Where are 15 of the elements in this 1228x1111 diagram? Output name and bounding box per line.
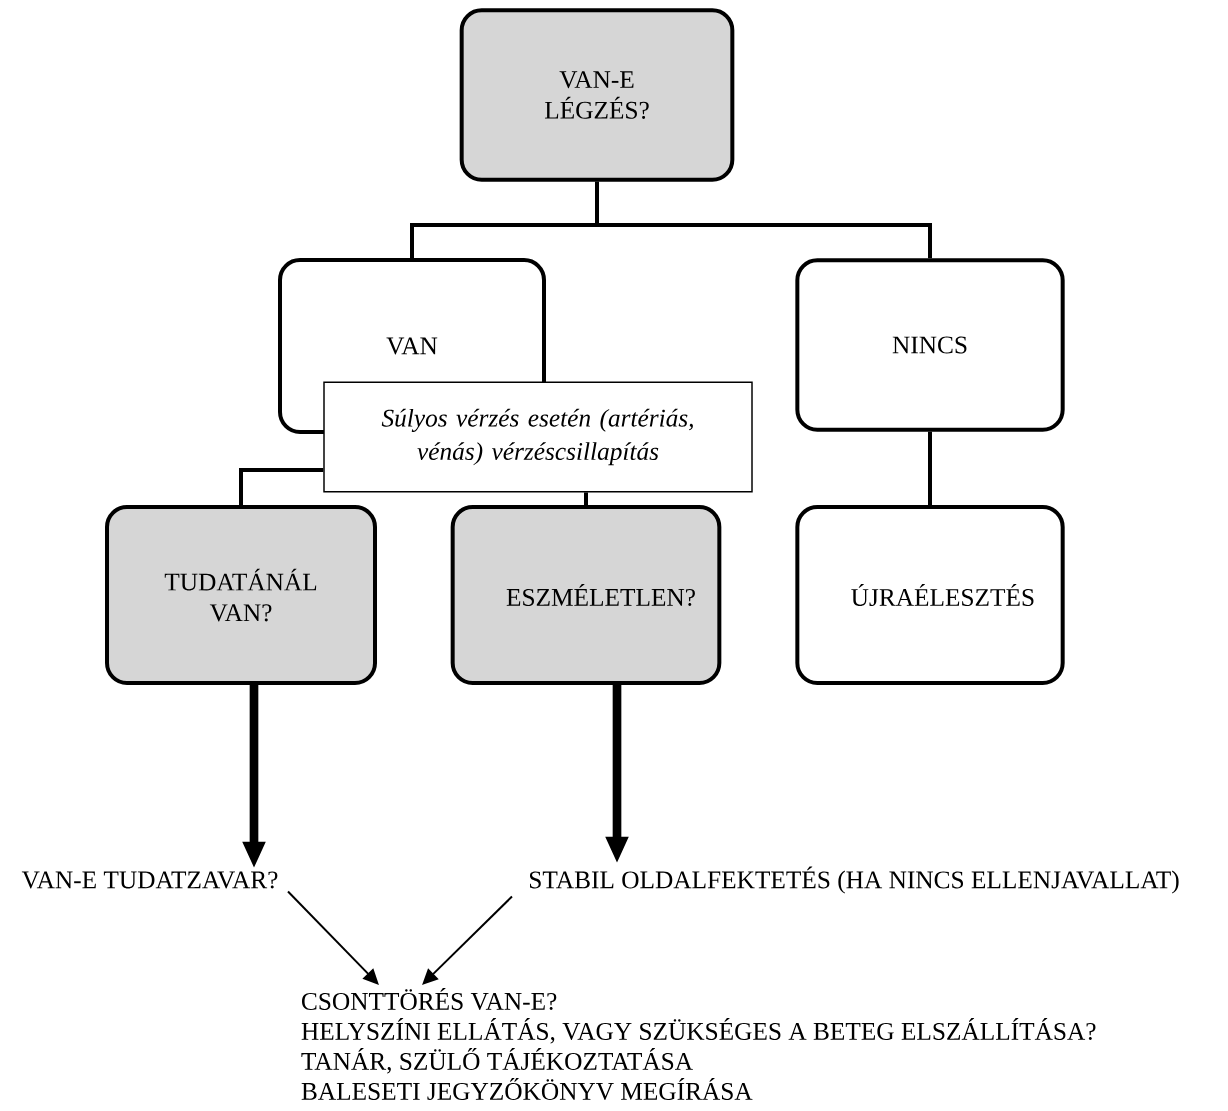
note-box: Súlyos vérzés esetén (artériás, vénás) vérzéscsillapítás xyxy=(323,381,753,493)
connector-line xyxy=(584,492,588,505)
connector-line xyxy=(239,468,324,505)
connector-line xyxy=(928,431,932,505)
answer-box: NINCS xyxy=(795,258,1065,432)
step-list: CSONTTÖRÉS VAN-E? HELYSZÍNI ELLÁTÁS, VAGY SZÜKSÉGES A BETEG ELSZÁLLÍTÁSA? TANÁR, SZÜLŐ TÁJÉKOZTATÁSA BALESETI JEGYZŐKÖNYV MEGÍRÁSA xyxy=(301,987,1096,1101)
connector-line xyxy=(595,181,932,259)
step-text: STABIL OLDALFEKTETÉS (HA NINCS ELLENJAVALLAT) xyxy=(530,866,1179,894)
answer-box: ÚJRAÉLESZTÉS xyxy=(795,505,1065,685)
step-text: VAN-E TUDATZAVAR? xyxy=(21,871,278,889)
question-box: TUDATÁNÁL VAN? xyxy=(105,505,377,685)
question-box: ESZMÉLETLEN? xyxy=(450,505,722,685)
arrow xyxy=(287,890,379,985)
arrow xyxy=(422,895,513,985)
question-box: VAN-E LÉGZÉS? xyxy=(459,8,735,182)
